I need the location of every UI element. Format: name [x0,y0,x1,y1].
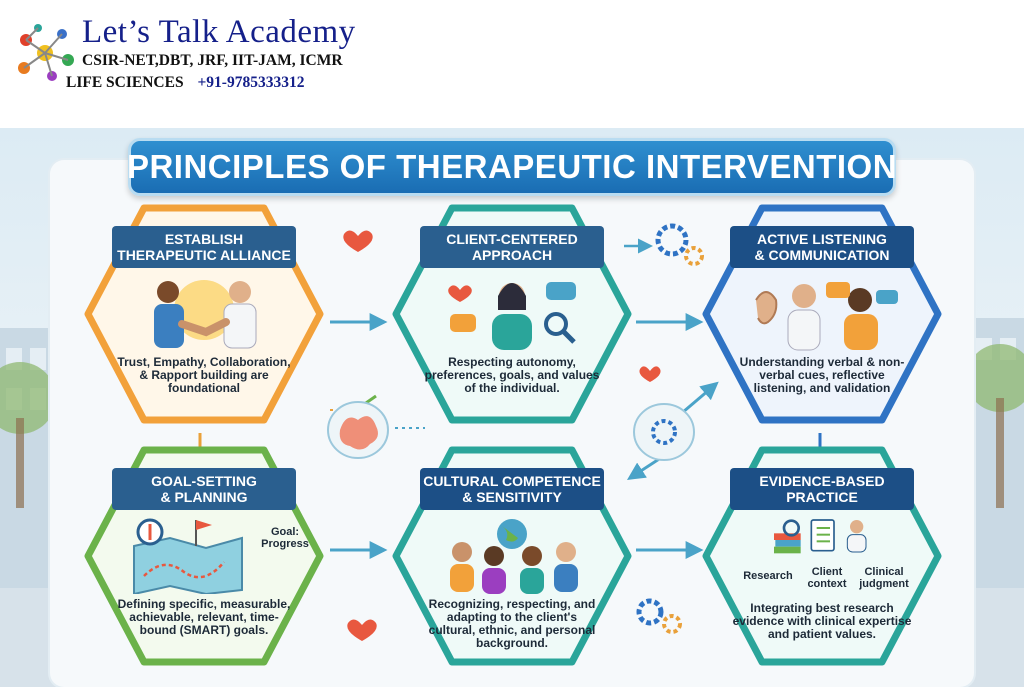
card-description: Defining specific, measurable, achievabl… [117,597,291,637]
card-goal-setting: GOAL-SETTING & PLANNING Goal: Progress D… [84,446,324,666]
card-label-line1: CLIENT-CENTERED [446,231,578,247]
ear-listening-icon [755,282,898,351]
infographic-title-banner: PRINCIPLES OF THERAPEUTIC INTERVENTION [126,138,898,196]
card-label-line1: ESTABLISH [164,231,244,247]
card-label: ESTABLISH THERAPEUTIC ALLIANCE [112,226,296,268]
card-label-line2: & PLANNING [160,489,248,505]
card-active-listening: ACTIVE LISTENING & COMMUNICATION Underst… [702,204,942,424]
card-description: Recognizing, respecting, and adapting to… [428,597,596,650]
card-label-line2: & SENSITIVITY [462,489,562,505]
card-label-line2: THERAPEUTIC ALLIANCE [117,247,291,263]
sub-label-client-context: Client context [807,566,847,590]
card-label-line2: APPROACH [471,247,553,263]
card-label-line1: EVIDENCE-BASED [759,473,885,489]
brand-subtitle: CSIR-NET,DBT, JRF, IIT-JAM, ICMR [82,52,343,69]
molecule-logo-icon [18,24,74,81]
card-label-line1: ACTIVE LISTENING [757,231,887,247]
card-description: Trust, Empathy, Collaboration, & Rapport… [117,355,291,395]
card-description: Understanding verbal & non-verbal cues, … [739,355,905,395]
site-header: Let’s Talk Academy CSIR-NET,DBT, JRF, II… [0,0,1024,128]
handshake-icon [154,280,257,349]
card-label: EVIDENCE-BASED PRACTICE [730,468,914,510]
card-label: CULTURAL COMPETENCE & SENSITIVITY [420,468,604,510]
card-description: Respecting autonomy, preferences, goals,… [424,355,600,395]
sub-label-research: Research [743,570,793,582]
card-description: Integrating best research evidence with … [732,601,912,641]
goal-progress-label: Goal: Progress [261,526,309,550]
brand-title: Let’s Talk Academy [82,14,356,50]
card-client-centered: CLIENT-CENTERED APPROACH Respecting auto… [392,204,632,424]
infographic-title: PRINCIPLES OF THERAPEUTIC INTERVENTION [126,148,898,185]
card-label-line1: CULTURAL COMPETENCE [423,473,601,489]
card-label: CLIENT-CENTERED APPROACH [420,226,604,268]
card-label: ACTIVE LISTENING & COMMUNICATION [730,226,914,268]
card-evidence-based: EVIDENCE-BASED PRACTICE Research Client … [702,446,942,666]
card-label: GOAL-SETTING & PLANNING [112,468,296,510]
infographic: PRINCIPLES OF THERAPEUTIC INTERVENTION [0,128,1024,687]
sub-label-clinical-judgment: Clinical judgment [859,566,909,590]
map-compass-icon [133,518,243,594]
card-label-line1: GOAL-SETTING [151,473,257,489]
brand-subtitle-2: LIFE SCIENCES +91-9785333312 [66,74,304,92]
clipboard-books-icon [774,519,867,554]
brand-phone: +91-9785333312 [197,74,305,91]
globe-people-icon [450,519,578,594]
card-therapeutic-alliance: ESTABLISH THERAPEUTIC ALLIANCE Trust, Em… [84,204,324,424]
person-with-bubbles-icon [448,282,576,350]
card-label-line2: PRACTICE [786,489,858,505]
card-cultural-competence: CULTURAL COMPETENCE & SENSITIVITY Recogn… [392,446,632,666]
card-label-line2: & COMMUNICATION [754,247,890,263]
brand-subject: LIFE SCIENCES [66,74,184,91]
